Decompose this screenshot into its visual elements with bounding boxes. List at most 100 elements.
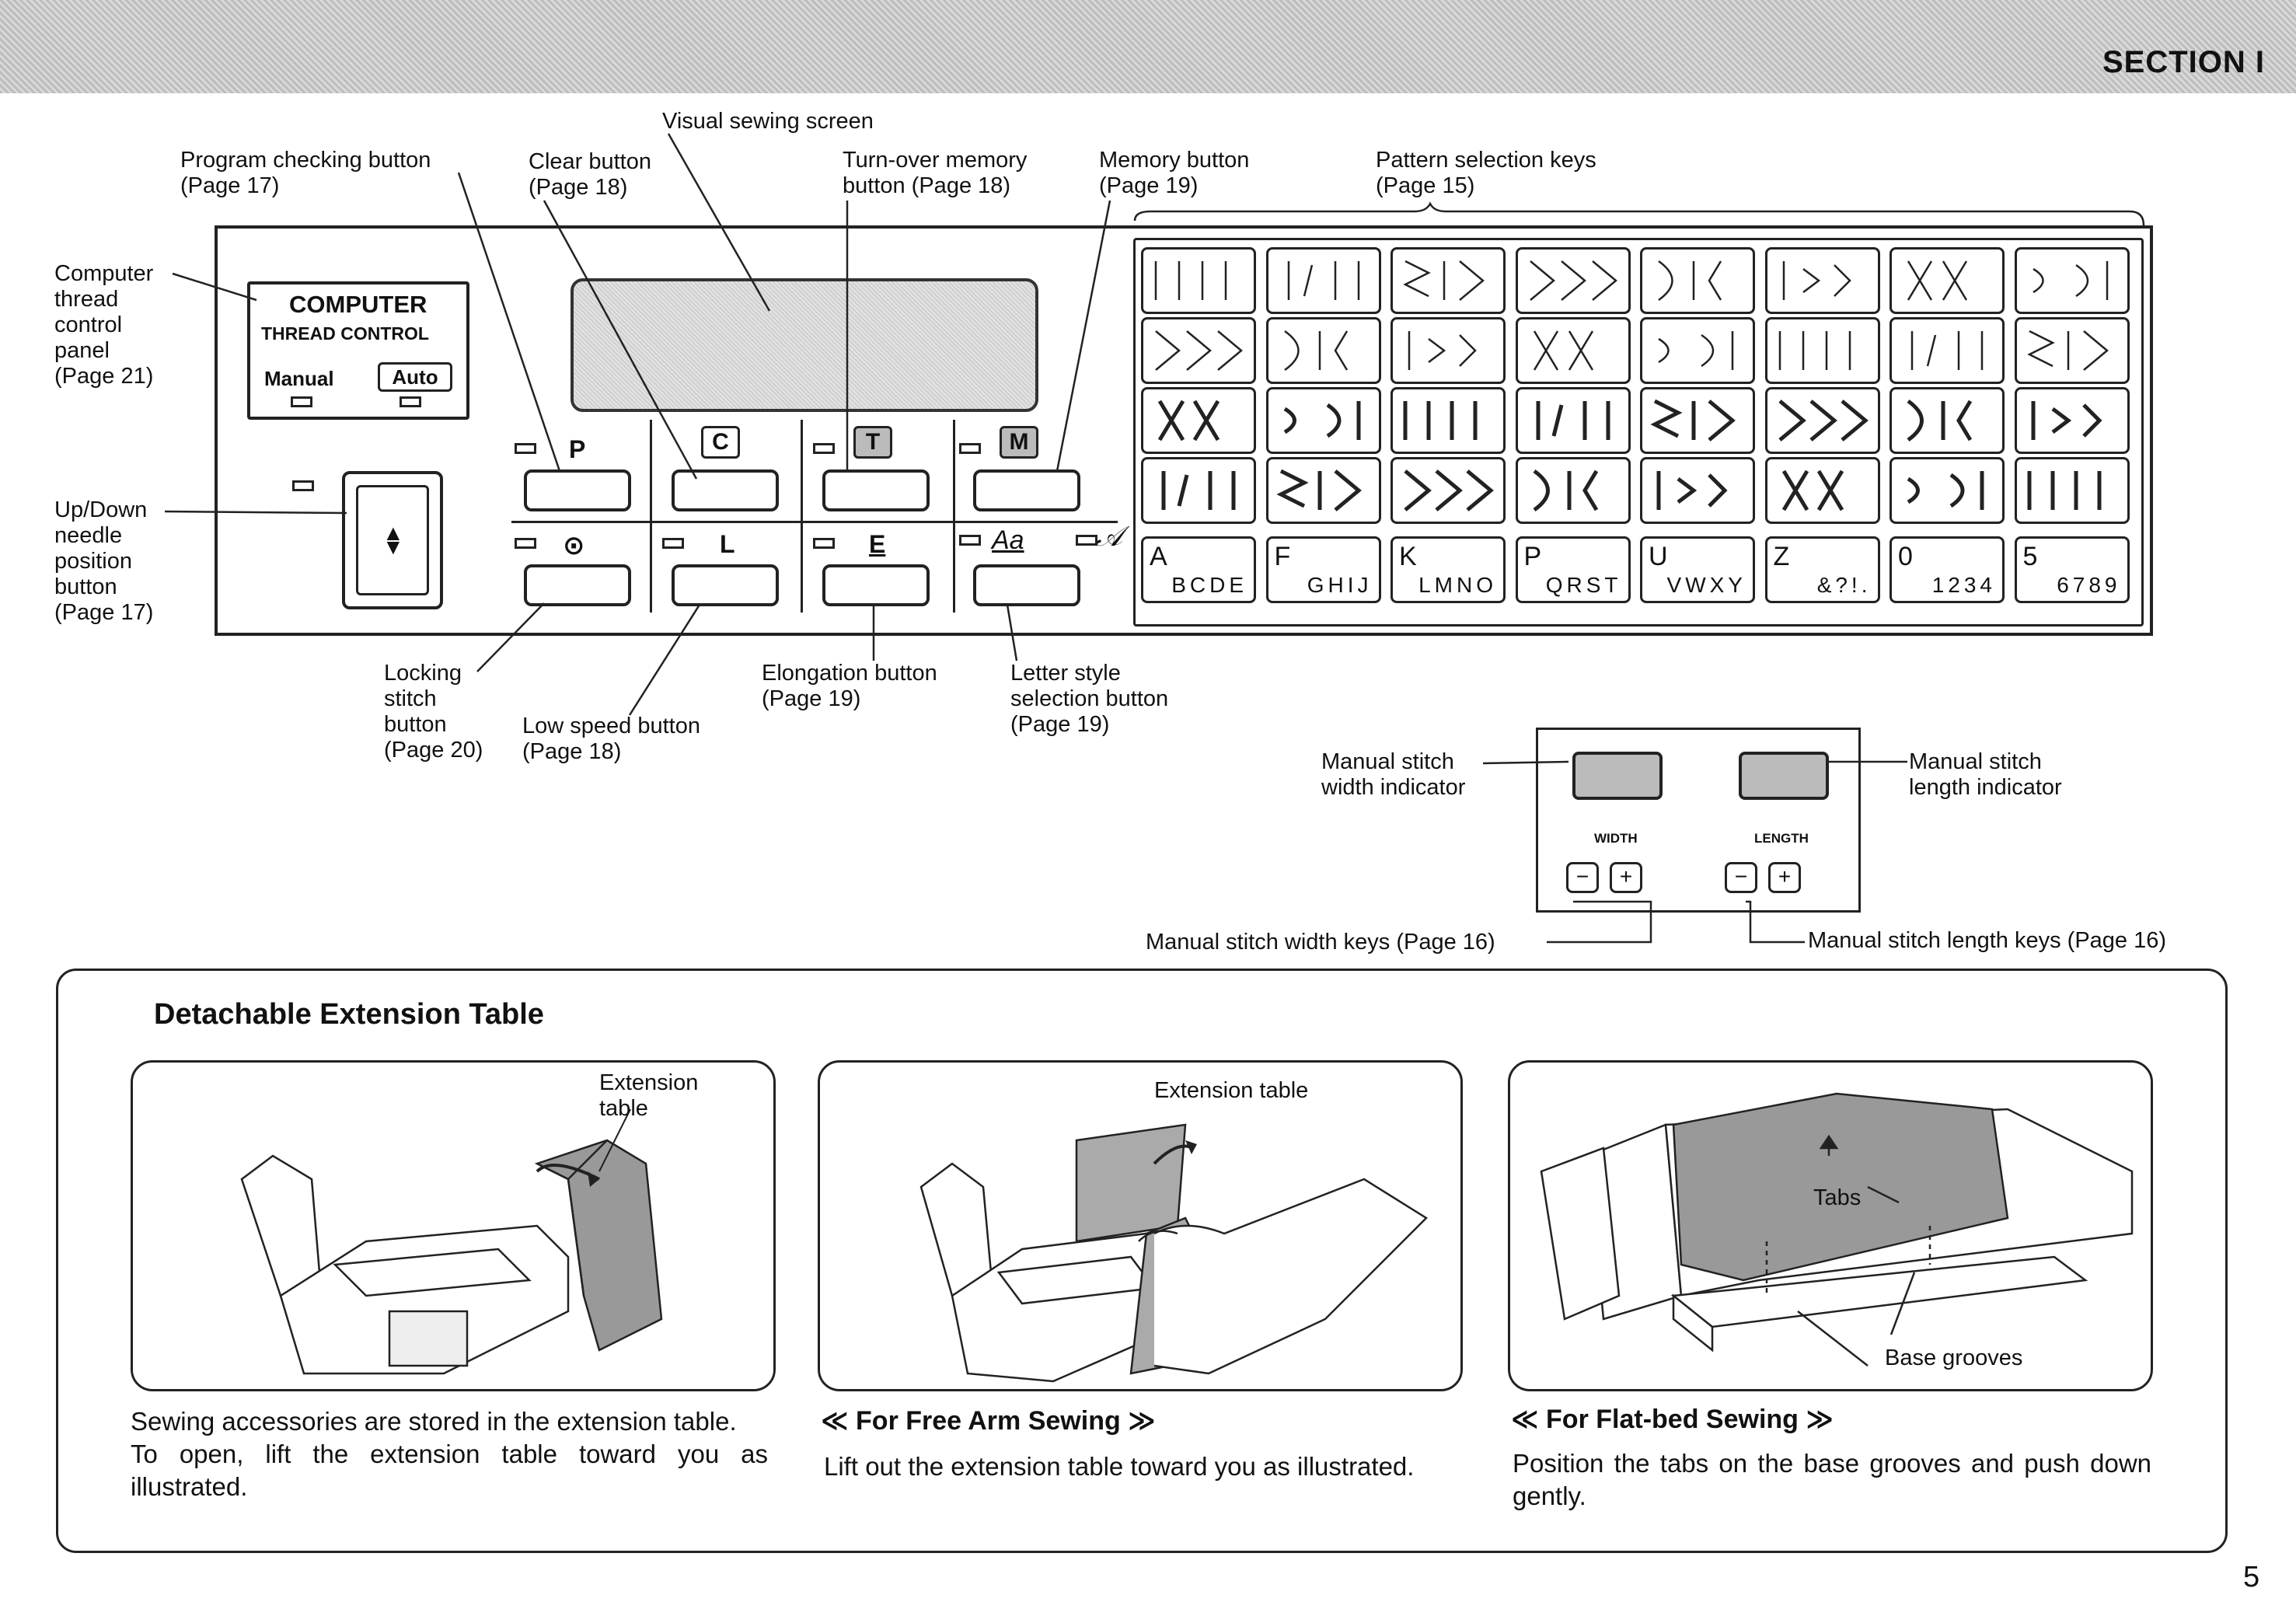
aa-label: Aa bbox=[992, 525, 1024, 555]
pattern-key-3-4[interactable] bbox=[1515, 387, 1631, 454]
col1-caption: Sewing accessories are stored in the ext… bbox=[131, 1407, 768, 1501]
memory-button[interactable] bbox=[973, 469, 1080, 511]
stitch-pattern-icon bbox=[1283, 330, 1348, 372]
callout-manual-width-indicator: Manual stitch width indicator bbox=[1321, 749, 1466, 800]
pattern-key-1-6[interactable] bbox=[1764, 247, 1880, 314]
stitch-pattern-icon bbox=[1778, 400, 1869, 442]
length-minus-key[interactable]: − bbox=[1725, 862, 1757, 893]
e-label: E bbox=[869, 530, 886, 558]
alpha-key-secondary: BCDE bbox=[1171, 573, 1247, 597]
pattern-key-1-4[interactable] bbox=[1515, 247, 1631, 314]
width-plus-key[interactable]: + bbox=[1610, 862, 1642, 893]
pattern-key-3-3[interactable] bbox=[1391, 387, 1506, 454]
manual-stitch-panel: WIDTH LENGTH − + − + bbox=[1536, 728, 1861, 913]
stitch-pattern-icon bbox=[1155, 330, 1243, 371]
pattern-key-2-5[interactable] bbox=[1640, 317, 1755, 384]
m-led bbox=[959, 443, 981, 454]
width-label: WIDTH bbox=[1594, 831, 1638, 846]
locking-stitch-button[interactable] bbox=[524, 564, 631, 606]
script-led bbox=[1076, 535, 1097, 546]
stitch-pattern-icon bbox=[1781, 469, 1844, 511]
callout-manual-length-indicator: Manual stitch length indicator bbox=[1909, 749, 2062, 800]
illustration-open-table: Extension table bbox=[131, 1060, 776, 1391]
updown-needle-button[interactable]: ▲ ▼ bbox=[342, 471, 443, 609]
stitch-pattern-icon bbox=[1907, 260, 1968, 301]
callout-computer-thread: Computer thread control panel (Page 21) bbox=[54, 261, 154, 389]
pattern-key-2-4[interactable] bbox=[1515, 317, 1631, 384]
pattern-key-4-6[interactable] bbox=[1764, 457, 1880, 524]
callout-memory: Memory button (Page 19) bbox=[1099, 148, 1250, 198]
stitch-pattern-icon bbox=[1287, 261, 1359, 300]
p-label: P bbox=[569, 435, 586, 463]
program-check-button[interactable] bbox=[524, 469, 631, 511]
pattern-key-4-2[interactable] bbox=[1265, 457, 1381, 524]
pattern-key-3-1[interactable] bbox=[1141, 387, 1256, 454]
alpha-key-secondary: &?!. bbox=[1816, 573, 1872, 597]
pattern-key-2-2[interactable] bbox=[1265, 317, 1381, 384]
length-label: LENGTH bbox=[1754, 831, 1809, 846]
pattern-key-2-8[interactable] bbox=[2014, 317, 2130, 384]
pattern-key-1-7[interactable] bbox=[1889, 247, 2005, 314]
pattern-key-4-5[interactable] bbox=[1640, 457, 1755, 524]
stitch-pattern-icon bbox=[1910, 331, 1984, 370]
pattern-key-3-2[interactable] bbox=[1265, 387, 1381, 454]
section-label: SECTION I bbox=[2102, 45, 2265, 79]
clear-button[interactable] bbox=[672, 469, 779, 511]
stitch-pattern-icon bbox=[1533, 330, 1593, 371]
pattern-key-4-8[interactable] bbox=[2014, 457, 2130, 524]
pattern-key-1-3[interactable] bbox=[1391, 247, 1506, 314]
width-minus-key[interactable]: − bbox=[1566, 862, 1599, 893]
callout-updown: Up/Down needle position button (Page 17) bbox=[54, 497, 154, 625]
up-down-arrow-icon: ▲ bbox=[382, 521, 404, 545]
control-panel bbox=[215, 225, 2153, 636]
pattern-key-2-3[interactable] bbox=[1391, 317, 1506, 384]
ill2-extension-label: Extension table bbox=[1154, 1078, 1309, 1103]
extension-table-section bbox=[56, 969, 2228, 1553]
alpha-key-primary: F bbox=[1274, 542, 1291, 571]
stitch-pattern-icon bbox=[1658, 260, 1722, 302]
pattern-key-3-7[interactable] bbox=[1889, 387, 2005, 454]
stitch-pattern-icon bbox=[1161, 471, 1236, 510]
pattern-key-4-1[interactable] bbox=[1141, 457, 1256, 524]
turnover-memory-button[interactable] bbox=[822, 469, 930, 511]
col3-caption: Position the tabs on the base grooves an… bbox=[1513, 1449, 2151, 1510]
stitch-pattern-icon bbox=[1658, 331, 1734, 370]
flat-bed-drawing bbox=[1540, 1092, 2134, 1366]
t-led bbox=[813, 443, 835, 454]
pattern-key-4-4[interactable] bbox=[1515, 457, 1631, 524]
alpha-key-primary: P bbox=[1523, 542, 1542, 571]
l-led bbox=[662, 538, 684, 549]
pattern-key-3-5[interactable] bbox=[1640, 387, 1755, 454]
button-grid-vline-1 bbox=[650, 420, 652, 613]
thread-auto-button[interactable]: Auto bbox=[378, 362, 452, 392]
alpha-key-secondary: 1234 bbox=[1931, 573, 1996, 597]
pattern-key-2-7[interactable] bbox=[1889, 317, 2005, 384]
pattern-key-1-8[interactable] bbox=[2014, 247, 2130, 314]
elongation-button[interactable] bbox=[822, 564, 930, 606]
pattern-key-1-1[interactable] bbox=[1141, 247, 1256, 314]
length-plus-key[interactable]: + bbox=[1768, 862, 1801, 893]
letter-style-button[interactable] bbox=[973, 564, 1080, 606]
alpha-key-primary: K bbox=[1399, 542, 1417, 571]
pattern-key-2-6[interactable] bbox=[1764, 317, 1880, 384]
low-speed-button[interactable] bbox=[672, 564, 779, 606]
pattern-key-1-5[interactable] bbox=[1640, 247, 1755, 314]
section-header-band bbox=[0, 0, 2296, 93]
pattern-key-3-8[interactable] bbox=[2014, 387, 2130, 454]
pattern-key-4-3[interactable] bbox=[1391, 457, 1506, 524]
callout-clear: Clear button (Page 18) bbox=[529, 149, 651, 200]
stitch-pattern-icon bbox=[1533, 469, 1598, 512]
pattern-key-2-1[interactable] bbox=[1141, 317, 1256, 384]
alpha-key-primary: Z bbox=[1773, 542, 1790, 571]
alpha-key-Z[interactable]: Z &?!. bbox=[1764, 536, 1880, 603]
pattern-key-3-6[interactable] bbox=[1764, 387, 1880, 454]
pattern-key-1-2[interactable] bbox=[1265, 247, 1381, 314]
pattern-key-4-7[interactable] bbox=[1889, 457, 2005, 524]
